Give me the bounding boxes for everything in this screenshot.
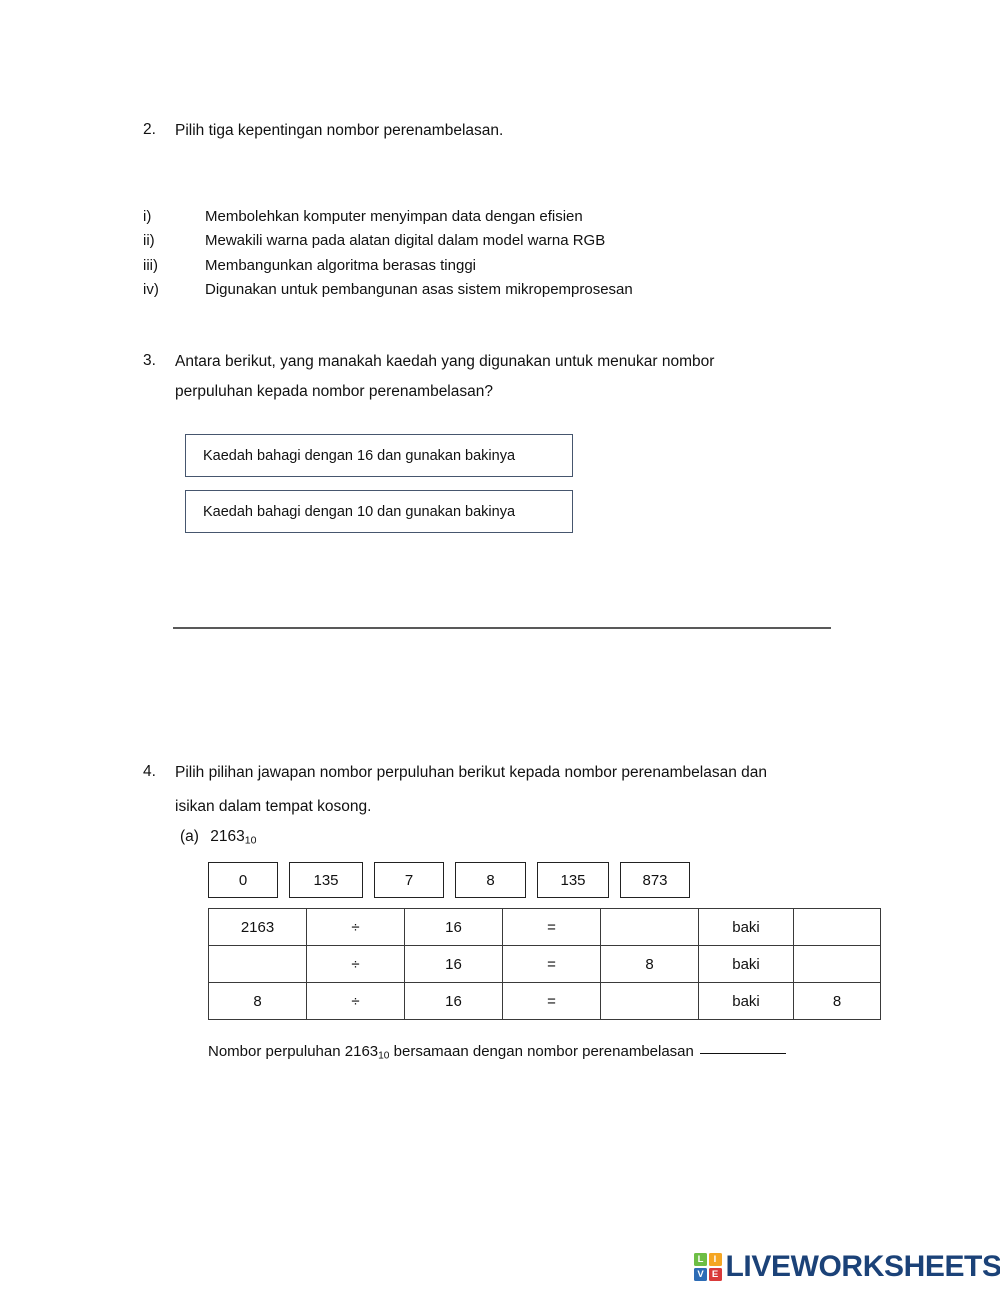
cell-r1c7[interactable]	[793, 908, 881, 946]
answer-option-2[interactable]: 7	[374, 862, 444, 898]
cell-r3c3: 16	[404, 982, 503, 1020]
q4-part-a-subscript: 10	[244, 834, 257, 847]
question-2-text: Pilih tiga kepentingan nombor perenambel…	[175, 122, 504, 139]
section-divider	[173, 627, 831, 629]
q2-option-ii-text[interactable]: Mewakili warna pada alatan digital dalam…	[205, 232, 606, 249]
logo-letter-l: L	[694, 1253, 707, 1267]
answer-option-1[interactable]: 135	[289, 862, 363, 898]
q2-option-iv-text[interactable]: Digunakan untuk pembangunan asas sistem …	[205, 281, 633, 298]
logo-color-grid: L I V E	[694, 1253, 722, 1281]
q2-option-ii-marker: ii)	[143, 232, 155, 249]
logo-wordmark: LIVEWORKSHEETS	[725, 1250, 1000, 1283]
q2-option-i-marker: i)	[143, 208, 152, 225]
cell-r3c1[interactable]: 8	[208, 982, 307, 1020]
cell-r1c2: ÷	[306, 908, 405, 946]
cell-r1c5[interactable]	[600, 908, 699, 946]
question-4-number: 4.	[143, 763, 156, 780]
question-3-number: 3.	[143, 352, 156, 369]
q4-answer-options: 0 135 7 8 135 873	[208, 862, 701, 898]
answer-option-4[interactable]: 135	[537, 862, 609, 898]
cell-r3c4: =	[502, 982, 601, 1020]
table-row: ÷ 16 = 8 baki	[208, 945, 881, 983]
cell-r2c3: 16	[404, 945, 503, 983]
cell-r3c2: ÷	[306, 982, 405, 1020]
q4-part-a-value: 2163	[210, 828, 245, 845]
q2-option-iii-marker: iii)	[143, 257, 158, 274]
question-4-text-line1: Pilih pilihan jawapan nombor perpuluhan …	[175, 764, 767, 781]
division-working-table: 2163 ÷ 16 = baki ÷ 16 = 8 baki 8 ÷ 16	[208, 908, 881, 1020]
table-row: 2163 ÷ 16 = baki	[208, 908, 881, 946]
closing-suffix: bersamaan dengan nombor perenambelasan	[389, 1043, 694, 1060]
cell-r2c7[interactable]	[793, 945, 881, 983]
closing-subscript: 10	[378, 1050, 390, 1062]
q2-option-iv-marker: iv)	[143, 281, 159, 298]
cell-r2c4: =	[502, 945, 601, 983]
cell-r2c5[interactable]: 8	[600, 945, 699, 983]
cell-r1c3: 16	[404, 908, 503, 946]
cell-r2c6: baki	[698, 945, 794, 983]
q3-choice-box-1[interactable]: Kaedah bahagi dengan 16 dan gunakan baki…	[185, 434, 573, 477]
question-3-text-line1: Antara berikut, yang manakah kaedah yang…	[175, 353, 715, 370]
question-3-text-line2: perpuluhan kepada nombor perenambelasan?	[175, 383, 493, 400]
cell-r3c7[interactable]: 8	[793, 982, 881, 1020]
question-4-text-line2: isikan dalam tempat kosong.	[175, 798, 372, 815]
closing-prefix: Nombor perpuluhan	[208, 1043, 345, 1060]
logo-letter-i: I	[708, 1253, 722, 1267]
cell-r3c6: baki	[698, 982, 794, 1020]
q4-part-a-label: (a)	[180, 828, 199, 845]
cell-r1c1[interactable]: 2163	[208, 908, 307, 946]
q2-option-iii-text[interactable]: Membangunkan algoritma berasas tinggi	[205, 257, 476, 274]
q4-closing-sentence: Nombor perpuluhan 216310 bersamaan denga…	[208, 1041, 786, 1064]
cell-r2c1[interactable]	[208, 945, 307, 983]
answer-option-5[interactable]: 873	[620, 862, 690, 898]
q2-option-i-text[interactable]: Membolehkan komputer menyimpan data deng…	[205, 208, 583, 225]
cell-r1c6: baki	[698, 908, 794, 946]
cell-r1c4: =	[502, 908, 601, 946]
liveworksheets-logo: L I V E LIVEWORKSHEETS	[694, 1250, 1000, 1284]
table-row: 8 ÷ 16 = baki 8	[208, 982, 881, 1020]
logo-letter-v: V	[694, 1267, 707, 1281]
answer-blank[interactable]	[699, 1053, 786, 1054]
question-2-number: 2.	[143, 121, 156, 138]
cell-r2c2: ÷	[306, 945, 405, 983]
answer-option-0[interactable]: 0	[208, 862, 278, 898]
q4-part-a: (a) 216310	[180, 824, 256, 850]
closing-value: 2163	[344, 1043, 379, 1060]
q3-choice-box-2[interactable]: Kaedah bahagi dengan 10 dan gunakan baki…	[185, 490, 573, 533]
cell-r3c5[interactable]	[600, 982, 699, 1020]
logo-letter-e: E	[708, 1267, 722, 1281]
answer-option-3[interactable]: 8	[455, 862, 526, 898]
